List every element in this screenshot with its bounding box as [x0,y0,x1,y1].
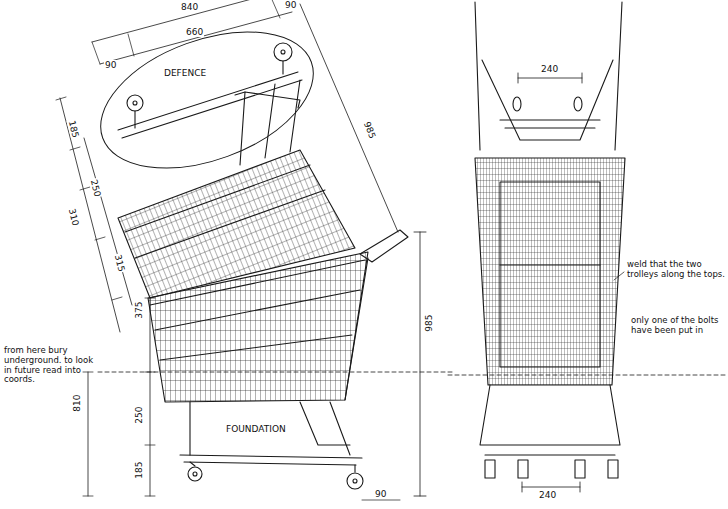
dimension-value: 90 [104,60,117,70]
dimension-value: 375 [134,301,144,320]
dimension-value: 90 [284,0,297,10]
dimension-value: 240 [540,64,559,74]
dimension-value: 840 [180,2,199,12]
dimension-value: 810 [72,394,82,413]
region-outline [92,20,322,180]
dimension-value: 250 [134,406,144,425]
dimension-value: 660 [185,27,204,37]
dimension-value: 240 [538,490,557,500]
handwritten-note: weld that the two trolleys along the top… [626,260,726,280]
handwritten-note: from here bury underground. to look in f… [3,346,97,385]
dimension-value: 985 [424,314,434,333]
region-ellipse: DEFENCE [92,20,322,180]
region-outline-shape [82,6,332,195]
part-label: FOUNDATION [225,424,287,434]
handwritten-note: only one of the bolts have been put in [630,316,724,336]
dimension-value: 185 [134,461,144,480]
region-title: DEFENCE [162,68,208,78]
dimension-value: 90 [374,489,387,499]
